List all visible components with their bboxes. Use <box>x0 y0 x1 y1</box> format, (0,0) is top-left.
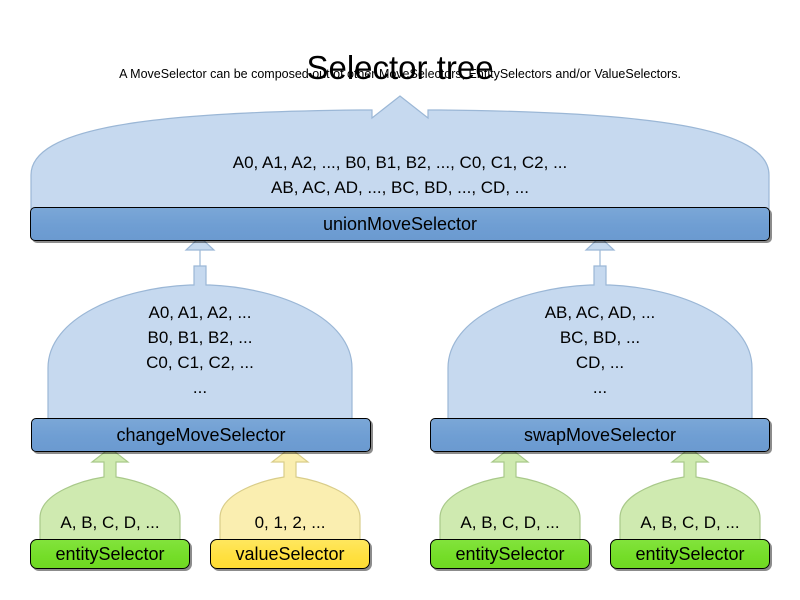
union-line-1: A0, A1, A2, ..., B0, B1, B2, ..., C0, C1… <box>232 153 568 172</box>
swap-move-selector-label: swapMoveSelector <box>523 425 677 445</box>
union-node-lines: A0, A1, A2, ..., B0, B1, B2, ..., C0, C1… <box>31 150 769 200</box>
swap-line-2: BC, BD, ... <box>559 328 641 347</box>
union-line-2: AB, AC, AD, ..., BC, BD, ..., CD, ... <box>271 178 529 197</box>
union-move-selector-label: unionMoveSelector <box>322 214 478 234</box>
entity-selector-2-label: entitySelector <box>455 544 565 564</box>
value-selector-label: valueSelector <box>235 544 345 564</box>
entity-selector-3-bar[interactable]: entitySelector <box>610 539 770 569</box>
entity-selector-1-line-1: A, B, C, D, ... <box>60 513 160 532</box>
change-move-selector-bar[interactable]: changeMoveSelector <box>31 418 371 452</box>
change-move-selector-label: changeMoveSelector <box>116 425 286 445</box>
page-title: Selector tree <box>306 49 494 87</box>
swap-line-3: CD, ... <box>575 353 625 372</box>
swap-node-lines: AB, AC, AD, ... BC, BD, ... CD, ... ... <box>448 300 752 400</box>
value-selector-line-1: 0, 1, 2, ... <box>254 513 326 532</box>
union-move-selector-bar[interactable]: unionMoveSelector <box>30 207 770 241</box>
change-line-2: B0, B1, B2, ... <box>147 328 253 347</box>
swap-line-4: ... <box>592 378 608 397</box>
change-line-1: A0, A1, A2, ... <box>148 303 252 322</box>
change-line-4: ... <box>192 378 208 397</box>
change-line-3: C0, C1, C2, ... <box>146 353 254 372</box>
entity-selector-1-lines: A, B, C, D, ... <box>40 510 180 535</box>
entity-selector-3-label: entitySelector <box>635 544 745 564</box>
swap-move-selector-bar[interactable]: swapMoveSelector <box>430 418 770 452</box>
page-subtitle: A MoveSelector can be composed out of ot… <box>119 67 681 81</box>
value-selector-lines: 0, 1, 2, ... <box>220 510 360 535</box>
swap-line-1: AB, AC, AD, ... <box>544 303 656 322</box>
entity-selector-3-lines: A, B, C, D, ... <box>620 510 760 535</box>
value-selector-bar[interactable]: valueSelector <box>210 539 370 569</box>
entity-selector-2-line-1: A, B, C, D, ... <box>460 513 560 532</box>
entity-selector-3-line-1: A, B, C, D, ... <box>640 513 740 532</box>
entity-selector-2-lines: A, B, C, D, ... <box>440 510 580 535</box>
change-node-lines: A0, A1, A2, ... B0, B1, B2, ... C0, C1, … <box>48 300 352 400</box>
entity-selector-1-bar[interactable]: entitySelector <box>30 539 190 569</box>
entity-selector-2-bar[interactable]: entitySelector <box>430 539 590 569</box>
entity-selector-1-label: entitySelector <box>55 544 165 564</box>
